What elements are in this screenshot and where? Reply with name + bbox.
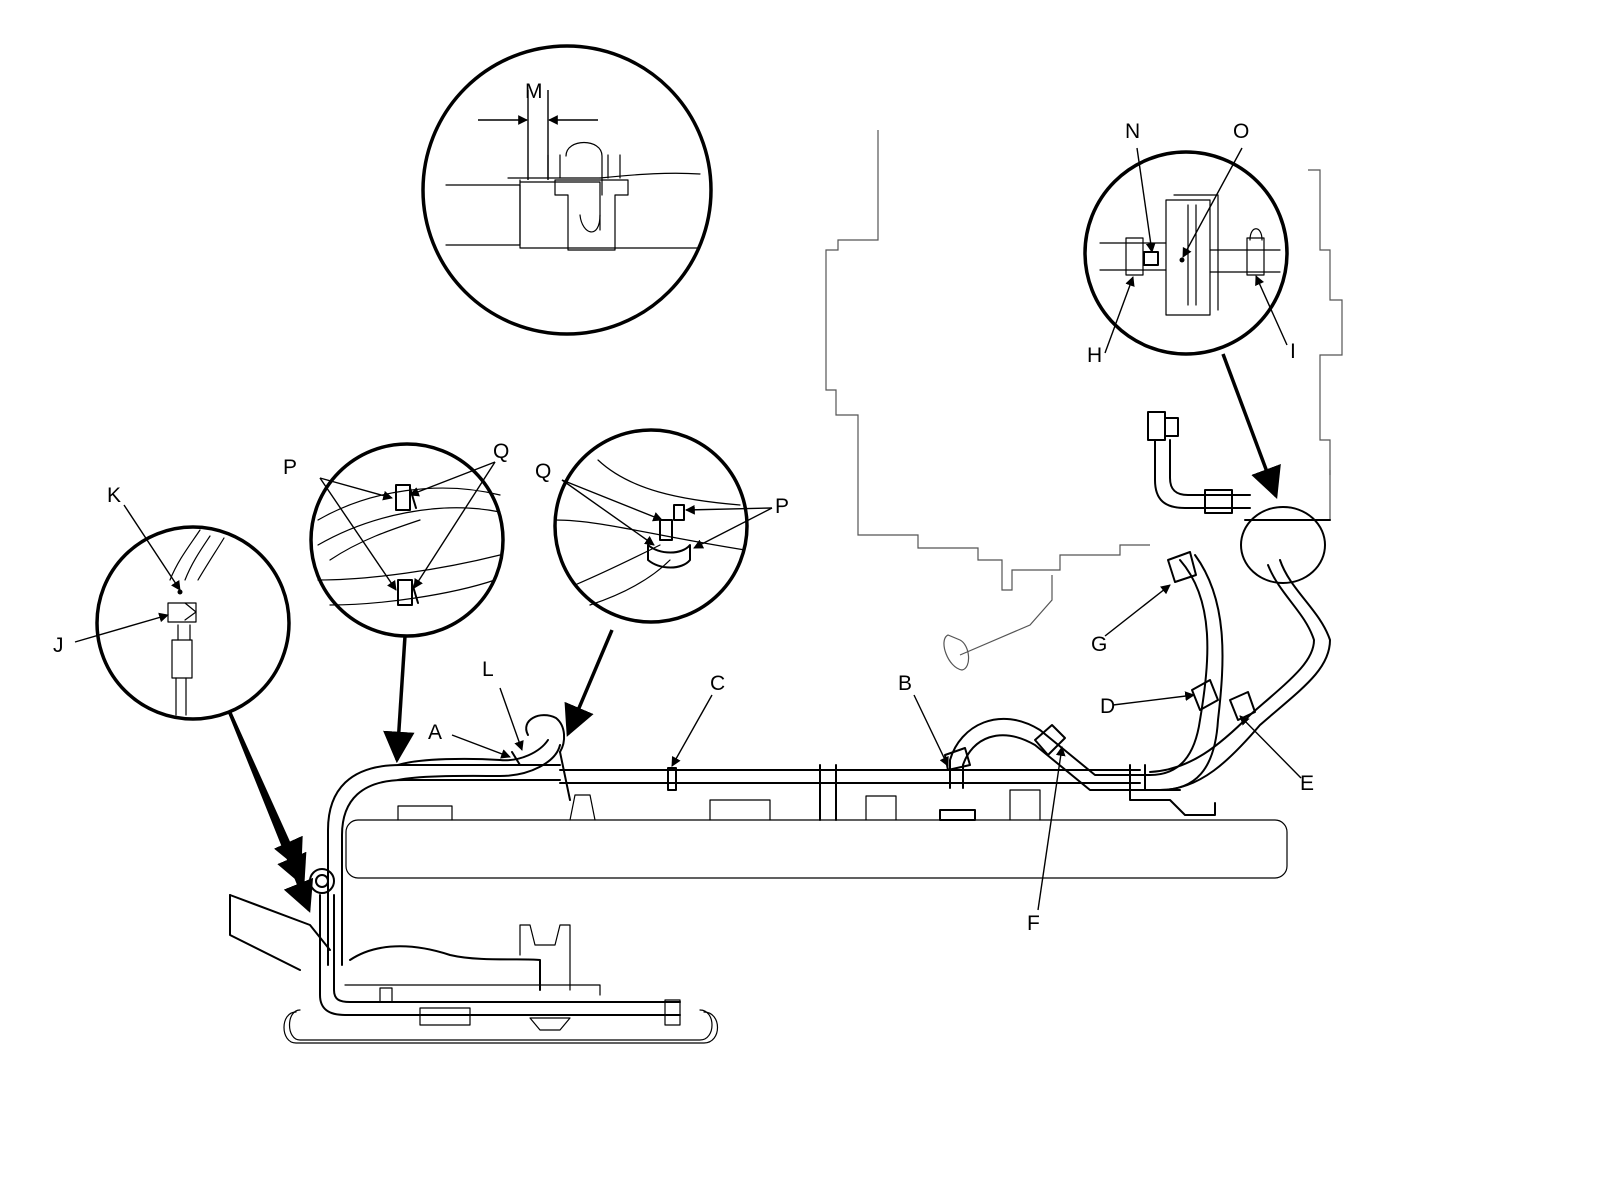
- frame-rail: [345, 789, 1288, 879]
- right-hose-assembly: [939, 551, 1331, 821]
- leader-lines: [74, 147, 1302, 911]
- label-f: F: [1027, 912, 1040, 935]
- label-i: I: [1290, 340, 1296, 363]
- label-d: D: [1100, 695, 1115, 718]
- label-m: M: [525, 80, 543, 103]
- detail-circle-clamps-left: [309, 442, 505, 638]
- central-hose: [397, 714, 677, 801]
- label-p-left: P: [283, 456, 297, 479]
- label-q-left: Q: [493, 440, 509, 463]
- label-j: J: [53, 634, 64, 657]
- main-fuel-lines: [559, 764, 1141, 821]
- label-k: K: [107, 484, 121, 507]
- label-q-right: Q: [535, 460, 551, 483]
- fuel-filter-assembly: [1147, 411, 1331, 584]
- label-l: L: [482, 658, 494, 681]
- label-o: O: [1233, 120, 1249, 143]
- detail-circle-quick-connect: [95, 525, 291, 721]
- callout-labels: A L C B D E F G H I J K M N O P Q Q P: [53, 80, 1314, 935]
- label-b: B: [898, 672, 912, 695]
- label-e: E: [1300, 772, 1314, 795]
- label-a: A: [428, 721, 442, 744]
- detail-circle-m: [421, 44, 713, 336]
- detail-circle-clamps-right: [553, 428, 749, 624]
- engine-outline: [825, 130, 1343, 671]
- label-c: C: [710, 672, 725, 695]
- label-g: G: [1091, 633, 1107, 656]
- label-n: N: [1125, 120, 1140, 143]
- left-hose-loop: [309, 764, 681, 1016]
- label-h: H: [1087, 344, 1102, 367]
- lower-tank-assembly: [229, 894, 718, 1044]
- label-p-right: P: [775, 495, 789, 518]
- detail-pointer-arrows: [228, 353, 1281, 913]
